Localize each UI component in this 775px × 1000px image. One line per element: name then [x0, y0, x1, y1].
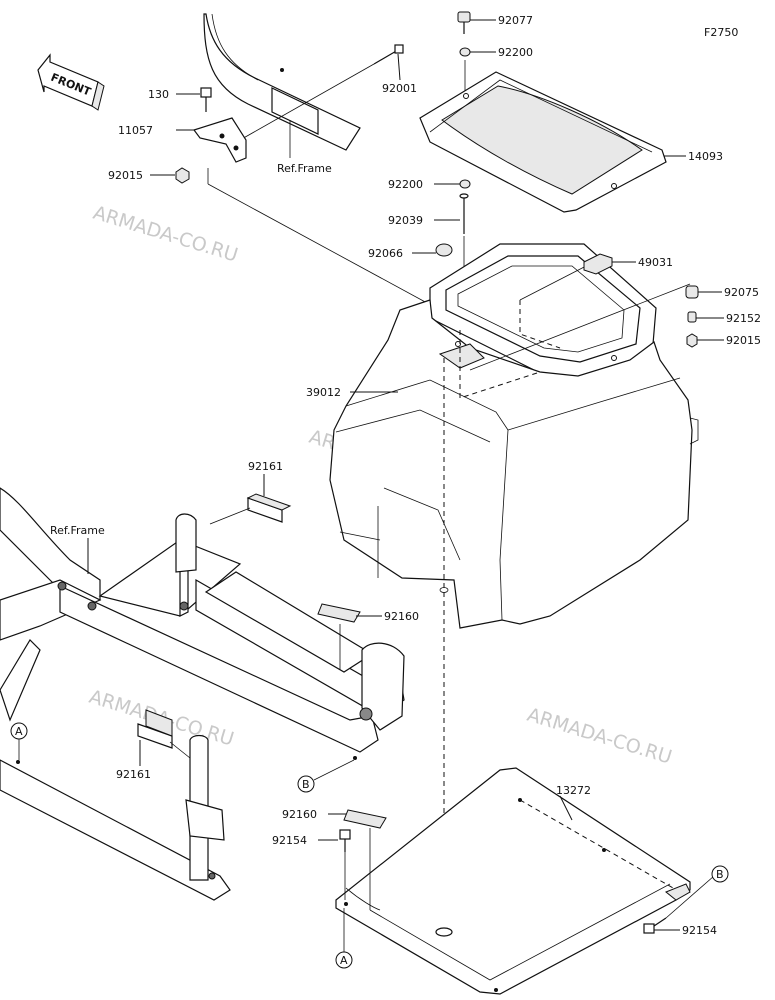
part-label-92200-mid: 92200 — [388, 178, 423, 191]
washer-92200-mid — [459, 179, 471, 189]
part-label-92001: 92001 — [382, 82, 417, 95]
callout-b-left: B — [297, 759, 355, 793]
callout-a-bottom: A — [335, 908, 353, 969]
lower-frame — [0, 487, 405, 901]
part-label-92015-right: 92015 — [726, 334, 761, 347]
part-label-92039: 92039 — [388, 214, 423, 227]
nut-92015-left — [175, 167, 190, 184]
svg-text:B: B — [302, 778, 310, 791]
collar-92152 — [687, 311, 697, 323]
part-label-92154-right: 92154 — [682, 924, 717, 937]
watermark-4: ARMADA-CO.RU — [525, 704, 675, 769]
grommet-92075 — [685, 285, 699, 299]
part-label-92154-left: 92154 — [272, 834, 307, 847]
part-label-92160-top: 92160 — [384, 610, 419, 623]
bolt-92154-left — [339, 829, 351, 852]
part-label-92160-bottom: 92160 — [282, 808, 317, 821]
figure-code: F2750 — [704, 26, 738, 39]
part-label-39012: 39012 — [306, 386, 341, 399]
part-label-130: 130 — [148, 88, 169, 101]
ref-frame-label-bottom: Ref.Frame — [50, 524, 105, 537]
cargo-box-39012 — [329, 243, 699, 629]
front-arrow-icon: FRONT — [37, 53, 105, 111]
svg-text:B: B — [716, 868, 724, 881]
callout-b-right: B — [711, 865, 729, 883]
bracket-11057 — [193, 117, 247, 163]
label-92160-top — [317, 603, 361, 623]
part-label-92077: 92077 — [498, 14, 533, 27]
part-label-92161-bottom: 92161 — [116, 768, 151, 781]
nut-92015-right — [686, 333, 698, 348]
key-92077 — [457, 11, 471, 34]
svg-text:A: A — [15, 725, 23, 738]
bolt-92154-right — [643, 917, 667, 934]
part-label-92152: 92152 — [726, 312, 761, 325]
watermark-1: ARMADA-CO.RU — [91, 202, 241, 267]
part-label-92161-top: 92161 — [248, 460, 283, 473]
cap-92066 — [435, 243, 453, 257]
part-label-49031: 49031 — [638, 256, 673, 269]
lid-14093 — [419, 71, 667, 213]
latch-49031 — [583, 253, 613, 275]
top-frame-rail — [203, 13, 361, 158]
pad-92161-bottom — [137, 709, 173, 749]
part-label-11057: 11057 — [118, 124, 153, 137]
part-label-13272: 13272 — [556, 784, 591, 797]
part-label-14093: 14093 — [688, 150, 723, 163]
svg-text:A: A — [340, 954, 348, 967]
part-label-92015-left: 92015 — [108, 169, 143, 182]
part-label-92066: 92066 — [368, 247, 403, 260]
ref-frame-label-top: Ref.Frame — [277, 162, 332, 175]
part-label-92200-top: 92200 — [498, 46, 533, 59]
bolt-92001 — [373, 44, 404, 65]
part-label-92075: 92075 — [724, 286, 759, 299]
label-92160-bottom — [343, 809, 387, 829]
pin-92039 — [459, 193, 469, 234]
washer-92200-top — [459, 47, 471, 57]
skid-plate-13272 — [335, 767, 691, 995]
pad-92161-top — [246, 493, 292, 523]
callout-a-top: A — [10, 722, 28, 760]
bolt-130 — [200, 87, 212, 112]
